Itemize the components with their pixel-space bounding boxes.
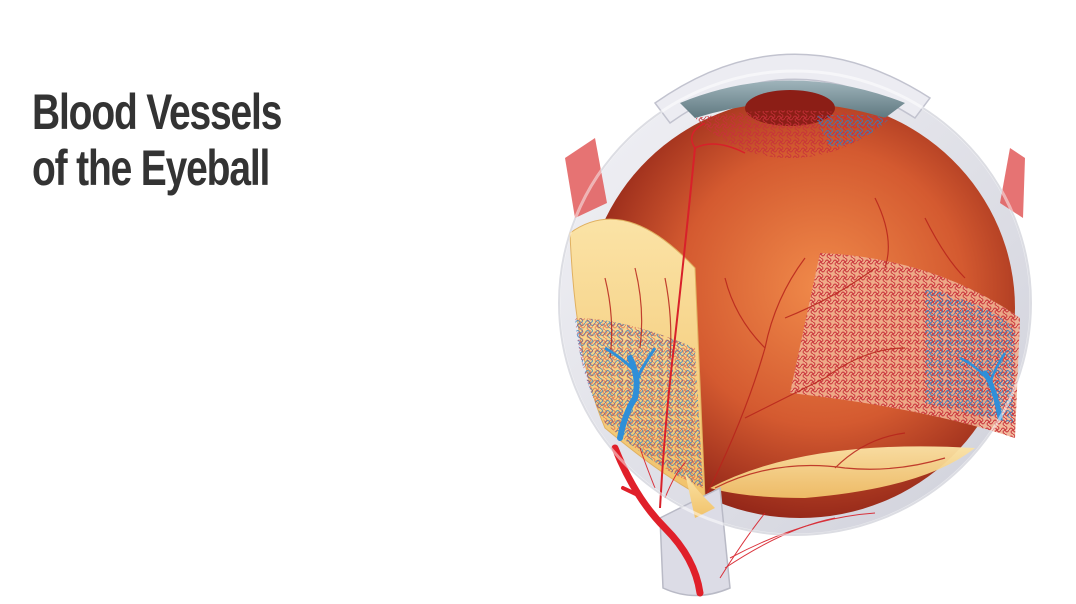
slide-title: Blood Vessels of the Eyeball xyxy=(32,84,282,196)
eyeball-anatomy-illustration xyxy=(545,18,1035,598)
title-line-1: Blood Vessels xyxy=(32,84,282,140)
eyeball-svg xyxy=(557,53,1033,597)
title-line-2: of the Eyeball xyxy=(32,140,270,196)
